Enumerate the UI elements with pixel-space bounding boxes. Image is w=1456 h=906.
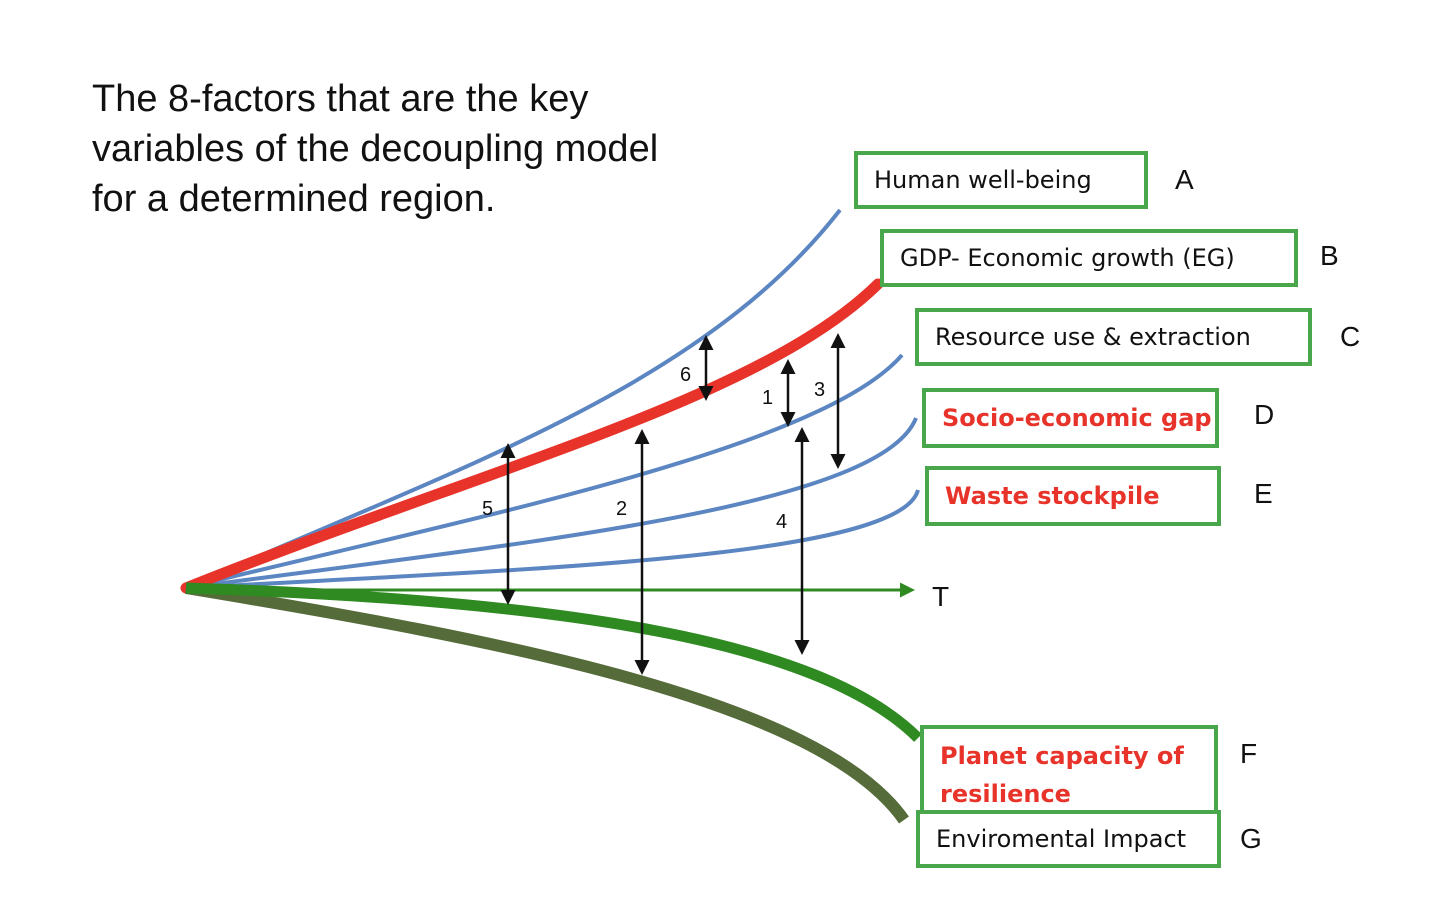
factor-letter-f: F — [1240, 738, 1258, 769]
factor-box-f: Planet capacity of resilience — [920, 725, 1218, 819]
gap-label-5: 5 — [482, 498, 493, 520]
curve-human-well-being — [185, 208, 842, 590]
curve-environmental-impact — [185, 582, 909, 824]
curve-waste-stockpile — [185, 489, 920, 590]
curve-planet-capacity — [185, 582, 922, 742]
factor-box-g: Enviromental Impact — [916, 810, 1221, 868]
factor-label-a: Human well-being — [874, 166, 1092, 194]
factor-box-a: Human well-being — [854, 151, 1148, 209]
factor-box-e: Waste stockpile — [925, 466, 1221, 526]
time-axis-label: T — [932, 581, 949, 612]
factor-label-c: Resource use & extraction — [935, 323, 1251, 351]
gap-label-6: 6 — [680, 364, 691, 386]
gap-label-1: 1 — [762, 387, 773, 409]
gap-label-3: 3 — [814, 379, 825, 401]
factor-label-f: Planet capacity of resilience — [940, 742, 1184, 808]
factor-letter-d: D — [1254, 399, 1275, 430]
factor-label-b: GDP- Economic growth (EG) — [900, 244, 1235, 272]
factor-label-e: Waste stockpile — [945, 482, 1160, 510]
curve-gdp — [180, 278, 884, 594]
factor-letter-e: E — [1254, 478, 1273, 509]
factor-letter-a: A — [1175, 164, 1194, 195]
factor-box-d: Socio-economic gap — [922, 388, 1219, 448]
curve-socio-economic-gap — [185, 417, 918, 590]
gap-label-4: 4 — [776, 511, 787, 533]
factor-letter-c: C — [1340, 321, 1361, 352]
curve-resource-use — [185, 353, 904, 590]
factor-box-b: GDP- Economic growth (EG) — [880, 229, 1298, 287]
factor-letter-g: G — [1240, 823, 1262, 854]
gap-label-2: 2 — [616, 498, 627, 520]
factor-letter-b: B — [1320, 240, 1339, 271]
factor-box-c: Resource use & extraction — [915, 308, 1312, 366]
factor-label-g: Enviromental Impact — [936, 825, 1187, 853]
factor-label-d: Socio-economic gap — [942, 404, 1212, 432]
diagram-title: The 8-factors that are the key variables… — [92, 78, 659, 220]
